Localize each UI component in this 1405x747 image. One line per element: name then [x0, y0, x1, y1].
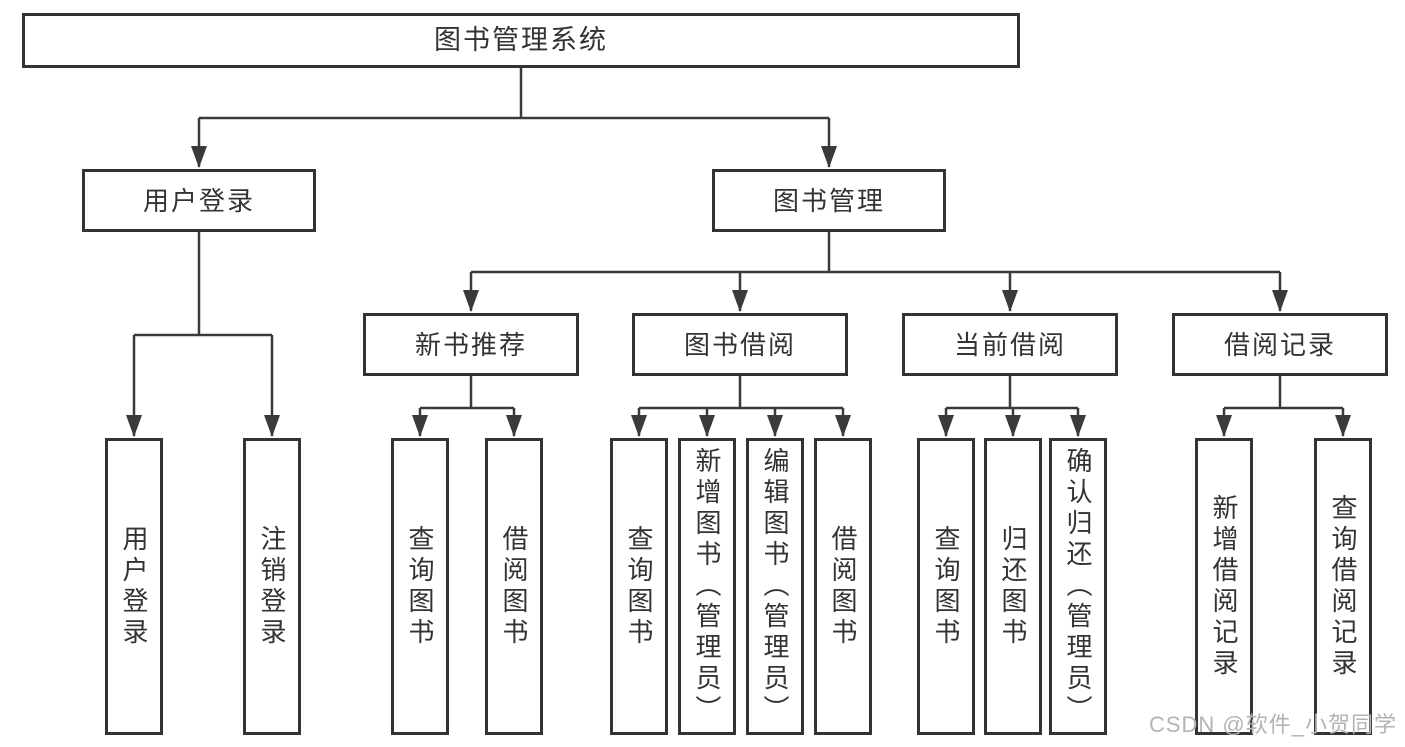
node-new-book-recommend: 新书推荐	[363, 313, 579, 376]
leaf-label: 查询图书	[405, 524, 435, 649]
leaf-confirm-return-admin: 确认归还（管理员）	[1049, 438, 1107, 735]
node-current-borrow: 当前借阅	[902, 313, 1118, 376]
leaf-edit-book-admin: 编辑图书（管理员）	[746, 438, 804, 735]
leaf-label: 编辑图书（管理员）	[760, 447, 790, 726]
node-book-management: 图书管理	[712, 169, 946, 232]
node-user-login: 用户登录	[82, 169, 316, 232]
node-library-management-system: 图书管理系统	[22, 13, 1020, 68]
leaf-label: 确认归还（管理员）	[1063, 447, 1093, 726]
leaf-label: 借阅图书	[499, 524, 529, 649]
leaf-label: 借阅图书	[828, 524, 858, 649]
leaf-label: 归还图书	[998, 524, 1028, 649]
leaf-borrow-books-recommend: 借阅图书	[485, 438, 543, 735]
leaf-label: 新增图书（管理员）	[692, 447, 722, 726]
watermark-text: CSDN @软件_小贺同学	[1148, 712, 1397, 737]
leaf-label: 查询借阅记录	[1328, 493, 1358, 680]
leaf-label: 注销登录	[257, 524, 287, 649]
leaf-label: 新增借阅记录	[1209, 493, 1239, 680]
leaf-label: 用户登录	[119, 524, 149, 649]
leaf-logout: 注销登录	[243, 438, 301, 735]
leaf-user-login: 用户登录	[105, 438, 163, 735]
connector-lines	[126, 68, 1351, 437]
leaf-query-books-recommend: 查询图书	[391, 438, 449, 735]
leaf-label: 查询图书	[624, 524, 654, 649]
leaf-query-books-borrow: 查询图书	[610, 438, 668, 735]
leaf-add-book-admin: 新增图书（管理员）	[678, 438, 736, 735]
leaf-label: 查询图书	[931, 524, 961, 649]
node-borrow-record: 借阅记录	[1172, 313, 1388, 376]
leaf-borrow-books: 借阅图书	[814, 438, 872, 735]
leaf-add-borrow-record: 新增借阅记录	[1195, 438, 1253, 735]
leaf-return-book: 归还图书	[984, 438, 1042, 735]
leaf-query-borrow-record: 查询借阅记录	[1314, 438, 1372, 735]
leaf-query-books-current: 查询图书	[917, 438, 975, 735]
node-book-borrow: 图书借阅	[632, 313, 848, 376]
